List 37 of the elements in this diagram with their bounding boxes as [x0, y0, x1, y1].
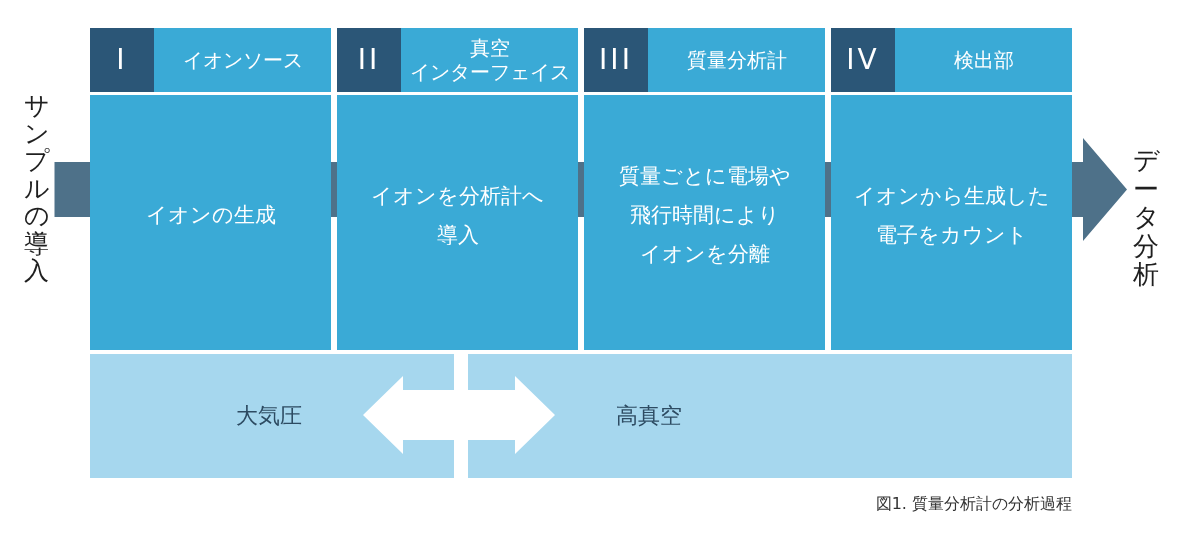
- stage-title-bar: [648, 28, 825, 92]
- stage-panel: [337, 95, 578, 350]
- stage-title-bar: [401, 28, 578, 92]
- stage-description: 質量ごとに電場や飛行時間によりイオンを分離: [617, 163, 792, 268]
- band-label: 高真空: [616, 402, 682, 430]
- stage-title-bar: [154, 28, 331, 92]
- connector-bar: [825, 162, 831, 217]
- figure-caption: 図1. 質量分析計の分析過程: [875, 494, 1072, 515]
- vertical-label: サンプルの導入: [17, 92, 55, 285]
- stage-number: III: [599, 46, 633, 74]
- stage-panel: [90, 95, 331, 350]
- stage-number-tile: [337, 28, 401, 92]
- stage-title: イオンソース: [182, 48, 303, 72]
- stage-title: 質量分析計: [686, 48, 787, 72]
- stage-title-bar: [895, 28, 1072, 92]
- stage-number-tile: [584, 28, 648, 92]
- double-arrow: [363, 376, 555, 454]
- stage-title: 検出部: [953, 48, 1014, 72]
- band-label: 大気圧: [236, 402, 302, 430]
- stage-description: イオンから生成した電子をカウント: [852, 182, 1051, 249]
- stage-description: イオンの生成: [145, 202, 276, 230]
- stage-number: IV: [846, 46, 880, 74]
- connector-bar: [331, 162, 337, 217]
- stage-description: イオンを分析計へ導入: [370, 182, 545, 249]
- connector-bar: [578, 162, 584, 217]
- stage-number-tile: [90, 28, 154, 92]
- vertical-label: データ分析: [1127, 146, 1165, 289]
- stage-number: II: [357, 46, 381, 74]
- stage-title: 真空インターフェイス: [408, 36, 571, 84]
- pressure-band: [468, 354, 1072, 478]
- stage-number-tile: [831, 28, 895, 92]
- flow-arrow: [1072, 138, 1127, 241]
- connector-bar: [54, 162, 90, 217]
- stage-panel: [831, 95, 1072, 350]
- pressure-band: [90, 354, 454, 478]
- stage-number: I: [116, 46, 128, 74]
- stage-panel: [584, 95, 825, 350]
